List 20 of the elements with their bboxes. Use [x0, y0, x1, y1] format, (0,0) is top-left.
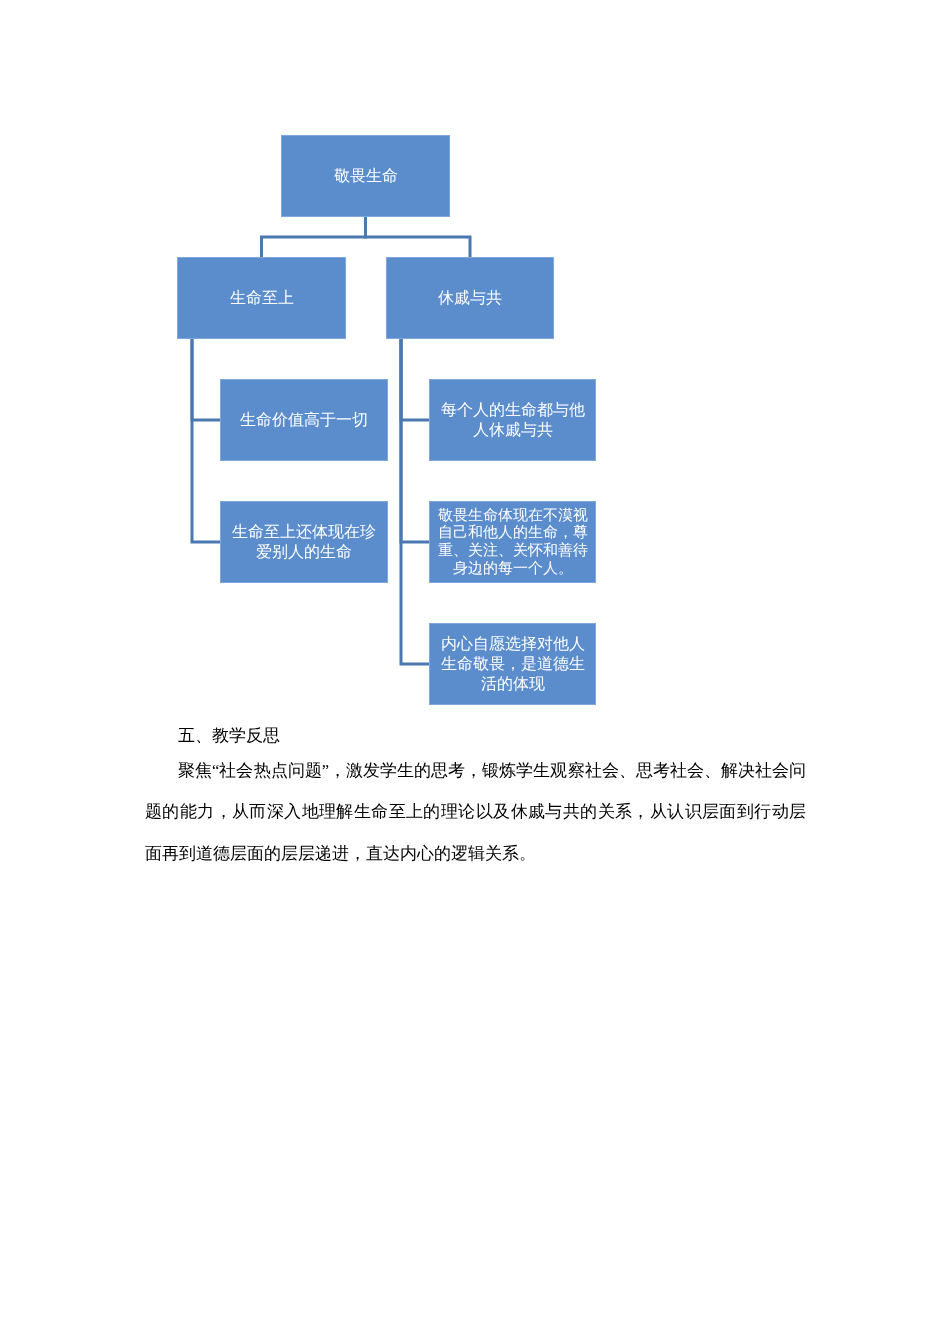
paragraph: 聚焦“社会热点问题”，激发学生的思考，锻炼学生观察社会、思考社会、解决社会问题的能力，从而深入地理解生命至上的理论以及休戚与共的关系，从认识层面到行动层面再到道德层面的层层递进，直达内心的逻辑关系。: [145, 760, 806, 865]
concept-box: [429, 623, 596, 705]
connector: [399, 339, 429, 666]
concept-label: 休戚与共: [438, 288, 502, 308]
concept-box: [429, 379, 596, 461]
concept-label: 敬畏生命: [333, 166, 398, 186]
concept-box: [281, 135, 450, 217]
concept-box: [220, 379, 388, 461]
concept-box: [429, 501, 596, 583]
concept-label: 生命至上还体现在珍爱别人的生命: [231, 522, 377, 562]
concept-box: [177, 257, 346, 339]
concept-label: 生命至上: [229, 288, 294, 308]
concept-label: 每个人的生命都与他人休戚与共: [439, 400, 586, 440]
section-heading: 五、教学反思: [178, 725, 281, 747]
concept-box: [386, 257, 554, 339]
connector: [190, 339, 220, 544]
concept-label: 生命价值高于一切: [240, 410, 368, 430]
concept-label: 敬畏生命体现在不漠视自己和他人的生命，尊重、关注、关怀和善待身边的每一个人。: [436, 506, 589, 578]
concept-box: [220, 501, 388, 583]
concept-label: 内心自愿选择对他人生命敬畏，是道德生活的体现: [439, 634, 586, 694]
